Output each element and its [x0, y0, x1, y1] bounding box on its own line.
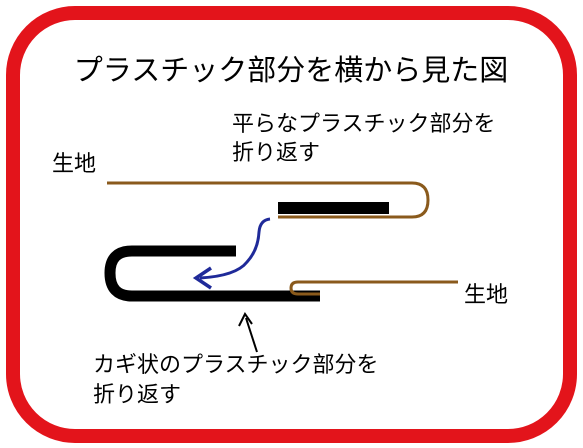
upper-fabric — [107, 181, 430, 219]
hook-plastic-piece — [104, 245, 320, 302]
fabric-label-right: 生地 — [464, 283, 508, 308]
pointer-arrowhead — [238, 312, 253, 327]
blue-arrow — [199, 217, 271, 280]
fabric-label-left: 生地 — [52, 152, 96, 177]
blue-arrowhead — [192, 266, 212, 290]
bottom-note-line2: 折り返す — [93, 383, 181, 408]
bottom-note-line1: カギ状のプラスチック部分を — [93, 353, 379, 378]
top-note-line2: 折り返す — [232, 141, 320, 166]
lower-fabric — [289, 280, 458, 296]
pointer-arrow-line — [245, 317, 258, 353]
diagram-title: プラスチック部分を横から見た図 — [74, 53, 508, 87]
flat-plastic-piece — [278, 202, 389, 214]
red-frame — [6, 6, 577, 443]
top-note-line1: 平らなプラスチック部分を — [232, 112, 496, 137]
